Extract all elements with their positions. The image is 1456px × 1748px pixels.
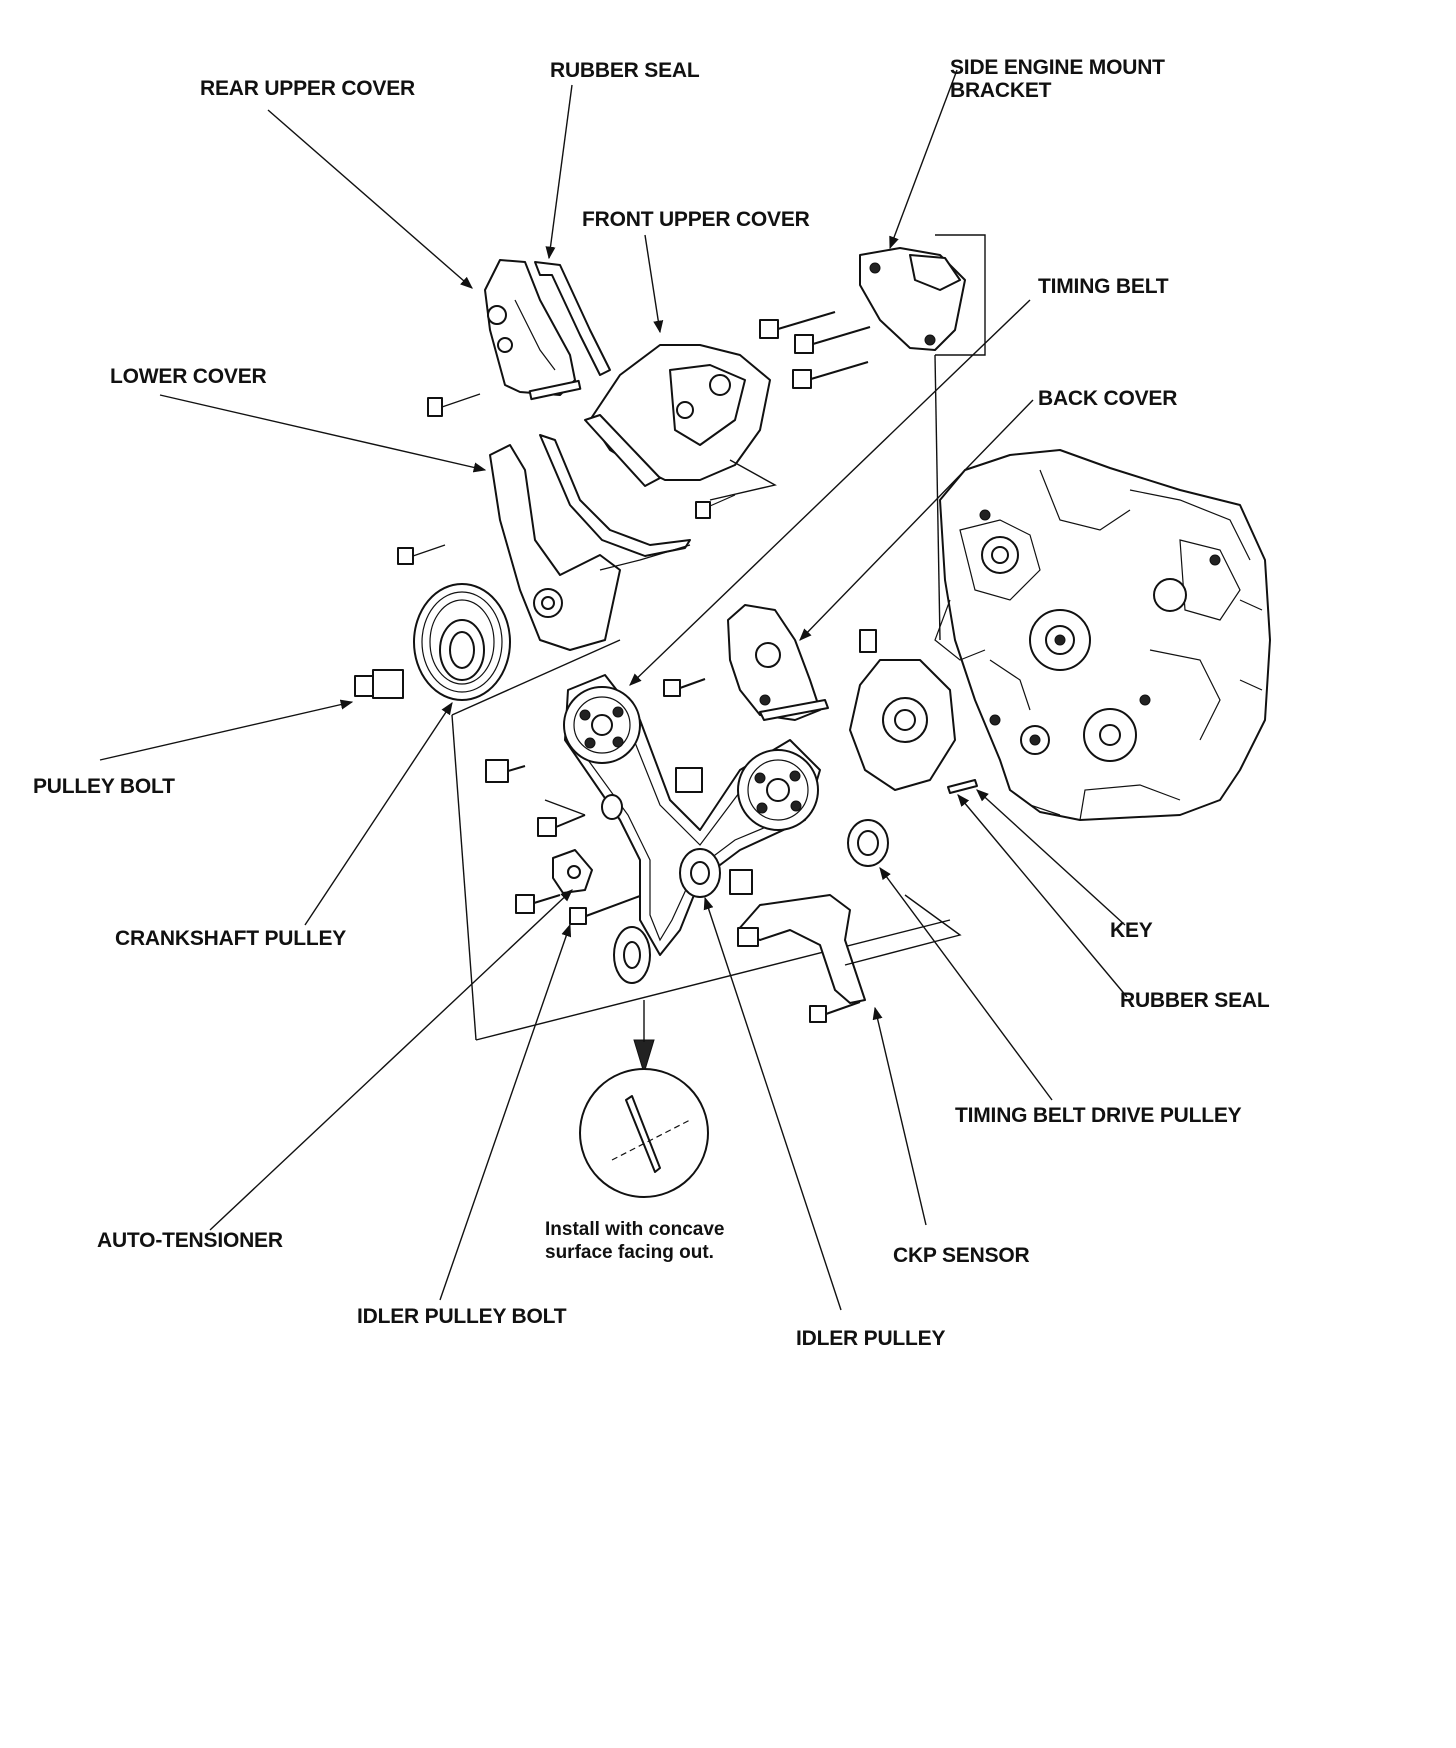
label-key: KEY	[1110, 919, 1153, 942]
back-cover-part	[727, 604, 829, 721]
label-back-cover: BACK COVER	[1038, 387, 1177, 410]
label-crankshaft-pulley: CRANKSHAFT PULLEY	[115, 927, 346, 950]
concave-surface-inset	[579, 1000, 709, 1198]
ckp-sensor-part	[737, 894, 866, 1023]
auto-tensioner-part	[515, 849, 593, 914]
idler-pulley-part	[679, 848, 753, 898]
label-timing-belt-drive-pulley: TIMING BELT DRIVE PULLEY	[955, 1104, 1242, 1127]
camshaft-pulley-left	[563, 686, 641, 764]
camshaft-pulley-right	[737, 749, 819, 831]
label-front-upper-cover: FRONT UPPER COVER	[582, 208, 810, 231]
rubber-seal-top-part	[534, 261, 611, 376]
crankshaft-pulley	[413, 583, 511, 701]
label-lower-cover: LOWER COVER	[110, 365, 267, 388]
label-pulley-bolt: PULLEY BOLT	[33, 775, 175, 798]
engine-block	[934, 449, 1271, 821]
timing-belt-drive-pulley-part	[847, 819, 889, 867]
label-idler-pulley: IDLER PULLEY	[796, 1327, 945, 1350]
label-side-engine-mount-line2: BRACKET	[950, 79, 1052, 102]
front-upper-cover	[584, 344, 777, 501]
label-side-engine-mount-line1: SIDE ENGINE MOUNT	[950, 56, 1165, 79]
label-rear-upper-cover: REAR UPPER COVER	[200, 77, 415, 100]
idler-pulley-bolt-part	[569, 895, 641, 925]
lower-cover	[489, 434, 691, 651]
label-rubber-seal-top: RUBBER SEAL	[550, 59, 700, 82]
lower-cover-bolt	[397, 544, 446, 565]
bracket-bolts	[759, 311, 871, 389]
note-line1: Install with concave	[545, 1219, 725, 1240]
rear-upper-cover	[484, 259, 582, 401]
labels: REAR UPPER COVER RUBBER SEAL SIDE ENGINE…	[33, 56, 1270, 1350]
label-idler-pulley-bolt: IDLER PULLEY BOLT	[357, 1305, 567, 1328]
side-engine-mount-bracket	[859, 247, 966, 351]
lower-guide-lines	[544, 799, 962, 966]
pulley-bolt-part	[354, 669, 404, 699]
label-timing-belt: TIMING BELT	[1038, 275, 1169, 298]
leader-lines	[99, 69, 1128, 1311]
note-line2: surface facing out.	[545, 1242, 714, 1263]
label-rubber-seal-bottom: RUBBER SEAL	[1120, 989, 1270, 1012]
label-ckp-sensor: CKP SENSOR	[893, 1244, 1030, 1267]
key-part	[947, 779, 978, 794]
lower-idler-pulley-part	[613, 926, 651, 984]
oil-pump-housing	[849, 629, 956, 791]
label-auto-tensioner: AUTO-TENSIONER	[97, 1229, 283, 1252]
bolts-left-column	[485, 678, 706, 837]
rear-cover-bolt	[427, 393, 481, 417]
front-cover-bolt	[695, 494, 736, 519]
